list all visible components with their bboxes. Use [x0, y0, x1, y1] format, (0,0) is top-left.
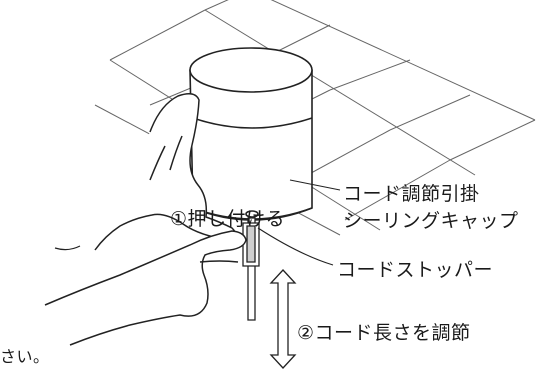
cord-stopper [242, 222, 260, 267]
step1-label: ①押し付ける [170, 208, 286, 230]
ceiling-cap-label-line2: シーリングキャップ [343, 210, 519, 232]
leader-lines [257, 179, 341, 266]
up-down-arrow-icon [269, 269, 297, 369]
ceiling-cap-label-line1: コード調節引掛 [343, 183, 480, 205]
hand-upper [94, 93, 237, 251]
truncated-text: さい。 [0, 347, 50, 366]
hand-lower [44, 230, 247, 346]
step2-label: ②コード長さを調節 [297, 322, 471, 344]
cord-stopper-label: コードストッパー [337, 259, 494, 281]
ceiling-cap [189, 47, 313, 221]
